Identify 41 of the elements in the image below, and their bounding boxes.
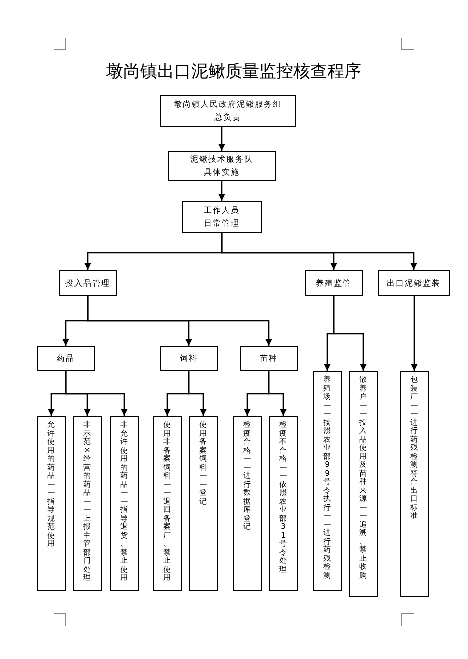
box-label: 投入品管理 (66, 278, 110, 290)
arrow (188, 371, 207, 416)
process-box (305, 270, 363, 296)
arrow (333, 296, 367, 371)
process-box (73, 416, 102, 591)
box-label: 日常管理 (204, 218, 240, 230)
process-box (37, 416, 66, 591)
box-label: 墩尚镇人民政府泥鳅服务组 (174, 99, 282, 111)
process-box (160, 95, 296, 127)
arrow (65, 371, 128, 416)
process-box (153, 416, 182, 591)
process-box (378, 270, 450, 296)
arrow (218, 181, 226, 201)
process-box (168, 151, 276, 181)
box-label: 药品 (57, 353, 75, 365)
arrow (221, 233, 418, 270)
box-label: 苗种 (260, 353, 278, 365)
arrow (268, 371, 287, 416)
process-box (110, 416, 139, 591)
box-label: 工作人员 (204, 205, 240, 217)
process-box (269, 416, 298, 591)
box-label: 总负责 (214, 112, 242, 124)
box-label: 饲料 (180, 353, 198, 365)
process-box (240, 346, 298, 371)
process-box (400, 371, 429, 597)
box-label: 具体实施 (204, 167, 240, 179)
process-box (349, 371, 378, 597)
box-label: 泥鳅技术服务队 (190, 154, 254, 166)
process-box (160, 346, 218, 371)
process-box (59, 270, 117, 296)
arrow (411, 296, 418, 371)
process-box (37, 346, 95, 371)
process-box (233, 416, 262, 591)
diagram-title: 墩尚镇出口泥鳅质量监控核查程序 (106, 61, 362, 83)
box-label: 养殖监管 (316, 278, 352, 290)
process-box (313, 371, 342, 591)
process-box (182, 201, 262, 233)
box-label: 出口泥鳅监装 (387, 278, 441, 290)
process-box (189, 416, 218, 591)
arrow (218, 127, 226, 151)
arrow (87, 296, 272, 346)
